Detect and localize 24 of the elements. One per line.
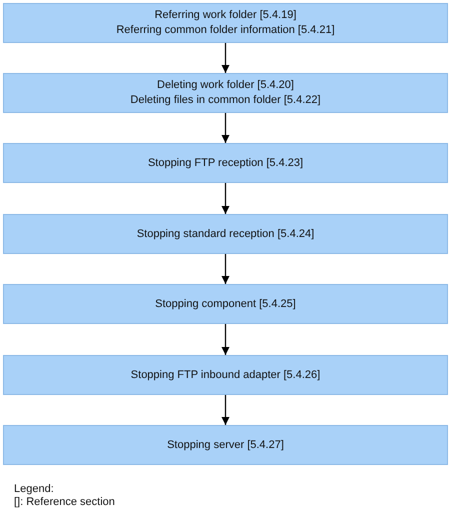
process-box [3,425,448,465]
step-text: Deleting work folder [5.4.20] [157,78,294,93]
step-text: Stopping server [5.4.27] [167,438,284,452]
process-box [3,214,448,254]
process-box [3,355,448,395]
step-text: Referring common folder information [5.4.21] [116,23,335,38]
step-text: Deleting files in common folder [5.4.22] [130,93,321,108]
arrow [222,43,230,73]
step-text: Stopping FTP reception [5.4.23] [148,156,304,170]
arrow [222,395,230,425]
legend-heading: Legend: [14,483,54,496]
arrow [222,254,230,284]
process-box [3,143,448,183]
process-box [3,73,448,113]
process-box [3,3,448,43]
arrow [222,183,230,214]
step-text: Stopping FTP inbound adapter [5.4.26] [130,368,320,382]
step-text: Referring work folder [5.4.19] [154,8,296,23]
step-text: Stopping component [5.4.25] [155,296,296,312]
process-box [3,284,448,324]
arrow [222,324,230,355]
legend-note: []: Reference section [14,496,115,509]
arrow [222,113,230,143]
step-text: Stopping standard reception [5.4.24] [136,226,314,242]
